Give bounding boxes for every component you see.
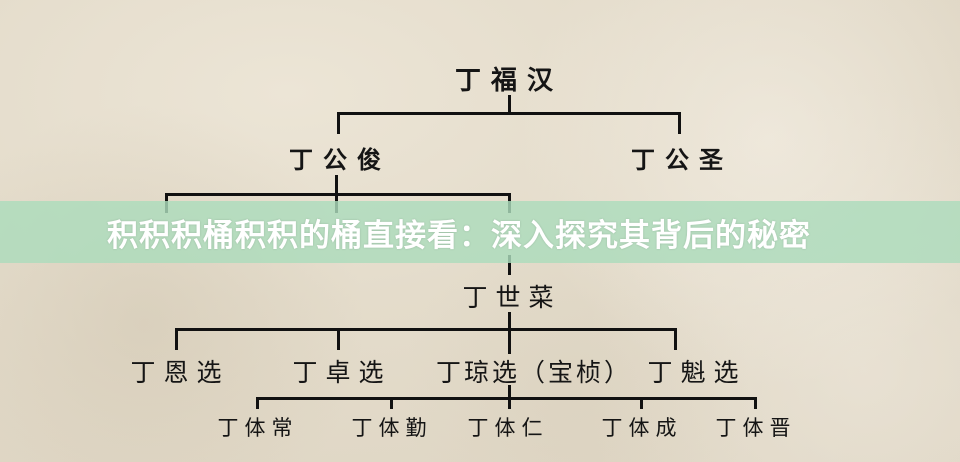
node-zhuo-xuan: 丁卓选: [292, 358, 392, 387]
connector: [335, 175, 338, 195]
connector: [390, 397, 393, 409]
connector: [337, 112, 340, 134]
connector: [175, 328, 178, 350]
connector: [508, 255, 511, 275]
node-kui-xuan: 丁魁选: [647, 358, 747, 387]
node-ti-qin: 丁体勤: [351, 416, 433, 440]
connector: [508, 389, 511, 409]
node-qiong-xuan: 丁琼选（宝桢）: [435, 358, 633, 387]
node-ti-chang: 丁体常: [217, 416, 299, 440]
node-ti-ren: 丁体仁: [467, 416, 549, 440]
connector: [175, 328, 677, 331]
connector: [508, 95, 511, 114]
title-banner: 积积积桶积积的桶直接看：深入探究其背后的秘密: [0, 201, 960, 263]
node-en-xuan: 丁恩选: [130, 358, 230, 387]
node-root: 丁福汉: [454, 66, 564, 96]
connector: [165, 193, 511, 196]
node-ti-jin: 丁体晋: [715, 416, 797, 440]
connector: [256, 397, 259, 409]
connector: [337, 112, 681, 115]
node-gong-jun: 丁公俊: [289, 146, 391, 174]
node-ti-cheng: 丁体成: [601, 416, 683, 440]
connector: [678, 112, 681, 134]
connector: [754, 397, 757, 409]
connector: [337, 328, 340, 350]
connector: [508, 312, 511, 354]
connector: [674, 328, 677, 350]
connector: [256, 397, 757, 400]
node-gong-sheng: 丁公圣: [631, 146, 733, 174]
node-shi-cai: 丁世菜: [462, 283, 562, 312]
banner-title: 积积积桶积积的桶直接看：深入探究其背后的秘密: [107, 217, 811, 254]
connector: [640, 397, 643, 409]
